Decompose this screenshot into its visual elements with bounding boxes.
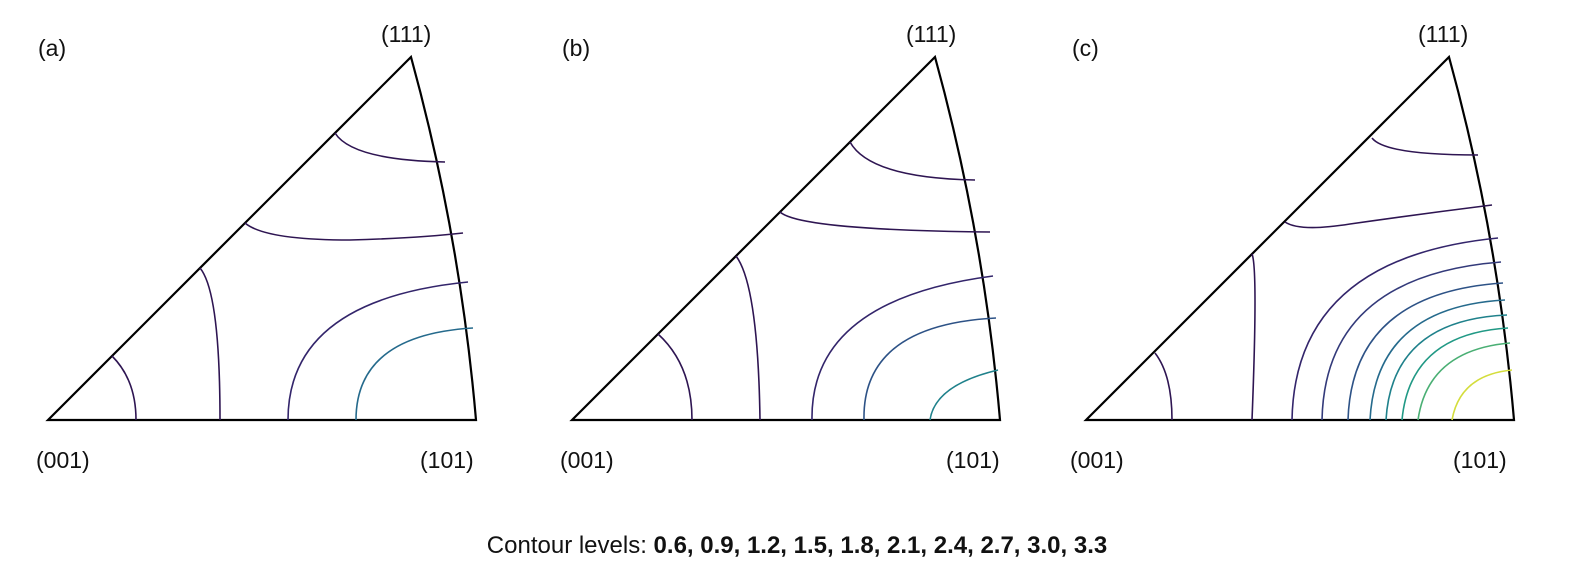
pole-label-101: (101) [1453, 447, 1507, 473]
contour-line [1451, 369, 1513, 421]
panel-c: (c) (111) (001) (101) [1070, 21, 1516, 473]
contour-line [111, 355, 137, 421]
contour-line [849, 141, 976, 181]
pole-label-101: (101) [946, 447, 1000, 473]
panel-label-a: (a) [38, 35, 66, 61]
contour-line [1284, 204, 1493, 229]
caption-levels-values: 0.6, 0.9, 1.2, 1.5, 1.8, 2.1, 2.4, 2.7, … [654, 532, 1108, 559]
caption-prefix: Contour levels: [487, 532, 654, 559]
panel-b: (b) (111) (001) (101) [560, 21, 1002, 473]
stereographic-triangle [1083, 54, 1516, 422]
stereographic-triangle [45, 54, 478, 422]
contour-line [334, 132, 446, 163]
contour-line [1347, 282, 1504, 421]
contour-line [1251, 253, 1256, 421]
contour-line [811, 275, 994, 421]
contour-set [111, 132, 474, 421]
contour-line [1369, 299, 1506, 421]
contour-line [1385, 314, 1508, 421]
pole-label-111: (111) [381, 21, 431, 47]
pole-label-001: (001) [560, 447, 614, 473]
contour-line [1291, 237, 1499, 421]
panel-label-c: (c) [1072, 35, 1099, 61]
contour-line [199, 267, 221, 421]
contour-line [1417, 342, 1511, 421]
contour-line [1321, 261, 1502, 421]
contour-levels-caption: Contour levels: 0.6, 0.9, 1.2, 1.5, 1.8,… [487, 532, 1107, 559]
pole-label-111: (111) [1418, 21, 1468, 47]
stereographic-triangle [569, 54, 1002, 422]
contour-line [1401, 327, 1509, 421]
contour-line [1371, 137, 1479, 156]
panel-a: (a) (111) (001) (101) [36, 21, 478, 473]
contour-line [287, 281, 469, 421]
contour-line [779, 211, 991, 233]
contour-line [863, 317, 997, 421]
pole-label-001: (001) [36, 447, 90, 473]
contour-line [929, 369, 999, 421]
pole-label-111: (111) [906, 21, 956, 47]
panel-label-b: (b) [562, 35, 590, 61]
contour-set [657, 141, 999, 421]
contour-line [735, 255, 761, 421]
contour-line [657, 333, 693, 421]
contour-line [244, 222, 464, 241]
pole-label-101: (101) [420, 447, 474, 473]
contour-set [1154, 137, 1513, 421]
contour-line [1154, 352, 1173, 421]
contour-line [355, 327, 474, 421]
pole-label-001: (001) [1070, 447, 1124, 473]
